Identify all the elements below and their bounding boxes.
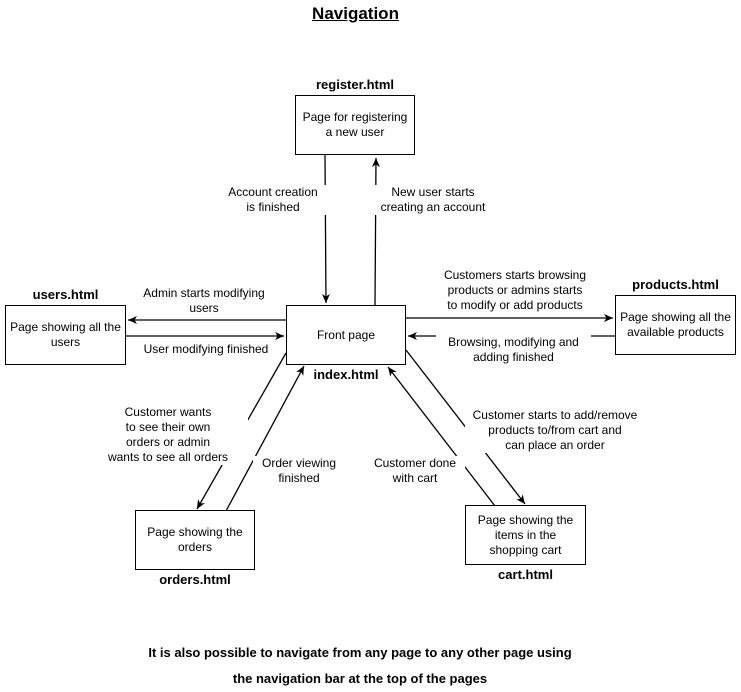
users-node-text: Page showing all the users <box>10 320 121 349</box>
cart-file-label: cart.html <box>498 567 553 582</box>
edge-label-orders-to-index: Order viewing finished <box>253 456 345 486</box>
orders-node: Page showing the orders <box>135 510 255 570</box>
index-file-label: index.html <box>313 367 379 382</box>
users-file-label: users.html <box>32 287 99 302</box>
register-node-text: Page for registering a new user <box>302 110 408 139</box>
users-node: Page showing all the users <box>5 305 126 365</box>
edge-label-index-to-cart: Customer starts to add/remove products t… <box>465 408 645 453</box>
orders-node-text: Page showing the orders <box>147 525 243 554</box>
cart-node: Page showing the items in the shopping c… <box>465 505 586 565</box>
edge-label-users-to-index: User modifying finished <box>132 342 280 357</box>
footer-note: It is also possible to navigate from any… <box>148 645 572 686</box>
edge-label-products-to-index: Browsing, modifying and adding finished <box>436 335 591 365</box>
edge-register-to-index <box>321 154 330 304</box>
edge-orders-to-index <box>225 365 305 512</box>
products-node: Page showing all the available products <box>615 295 736 355</box>
products-file-label: products.html <box>632 277 719 292</box>
edge-label-index-to-products: Customers starts browsing products or ad… <box>430 268 600 313</box>
index-node: Front page <box>286 305 406 365</box>
register-file-label: register.html <box>315 77 395 92</box>
edge-index-to-register <box>371 157 380 306</box>
edge-label-index-to-register: New user starts creating an account <box>368 185 498 215</box>
cart-node-text: Page showing the items in the shopping c… <box>477 512 574 557</box>
index-node-text: Front page <box>316 327 376 342</box>
register-node: Page for registering a new user <box>295 95 415 155</box>
edge-cart-to-index <box>387 366 496 507</box>
edge-label-register-to-index: Account creation is finished <box>218 185 328 215</box>
diagram-title: Navigation <box>312 4 399 23</box>
edge-label-cart-to-index: Customer done with cart <box>365 456 465 486</box>
edge-label-index-to-users: Admin starts modifying users <box>128 286 280 316</box>
orders-file-label: orders.html <box>159 572 231 587</box>
edge-label-index-to-orders: Customer wants to see their own orders o… <box>88 405 248 465</box>
products-node-text: Page showing all the available products <box>620 310 731 339</box>
